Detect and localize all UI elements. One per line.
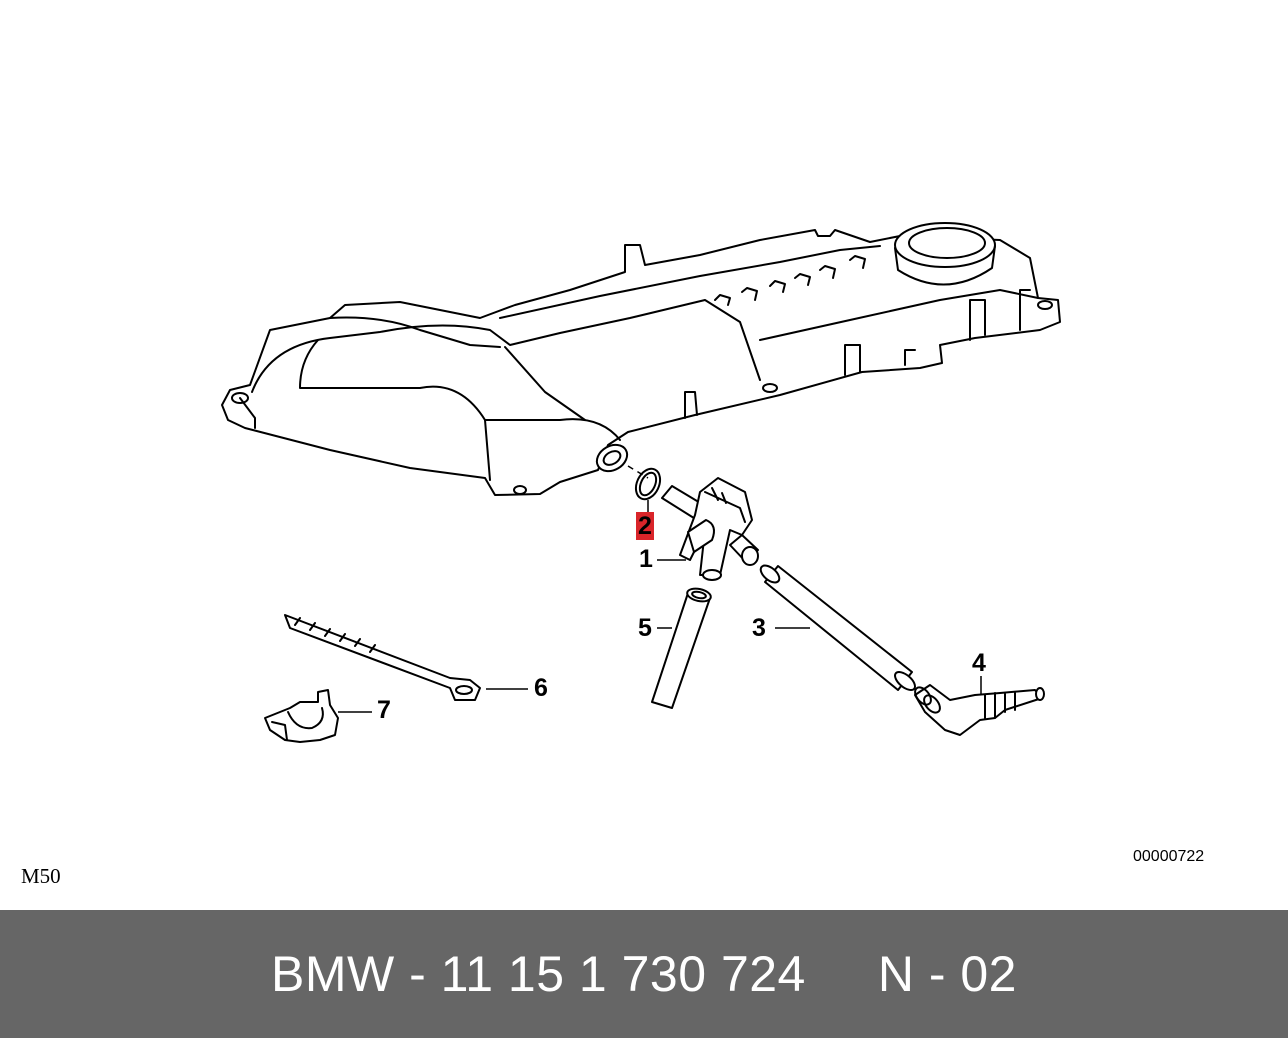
callout-4[interactable]: 4	[972, 649, 986, 677]
leader-lines	[338, 559, 982, 713]
part-5-hose	[651, 587, 712, 709]
part-6-cable-strap	[284, 614, 481, 701]
part-number-caption: BMW - 11 15 1 730 724 N - 02	[271, 946, 1017, 1002]
callout-3[interactable]: 3	[752, 614, 766, 642]
callout-6-label: 6	[534, 674, 548, 702]
diagram-id-label: 00000722	[1133, 848, 1205, 865]
callout-6[interactable]: 6	[534, 674, 548, 702]
valve-cover	[221, 222, 1061, 496]
part-1-breather-valve	[661, 477, 759, 581]
part-4-elbow-connector	[914, 684, 1045, 736]
engine-code-label: M50	[21, 864, 61, 888]
callout-4-label: 4	[972, 649, 986, 677]
callout-7-label: 7	[377, 696, 391, 724]
part-2-o-ring	[634, 467, 662, 512]
callout-3-label: 3	[752, 614, 766, 642]
callout-1[interactable]: 1	[639, 545, 653, 573]
parts-diagram: 2 1 5 3 4 6 7 M50 00000722	[21, 222, 1205, 888]
part-3-hose	[759, 564, 916, 691]
callout-5[interactable]: 5	[638, 614, 652, 642]
callout-2[interactable]: 2	[636, 512, 654, 540]
callout-5-label: 5	[638, 614, 652, 642]
callout-1-label: 1	[639, 545, 653, 573]
footer-bar: BMW - 11 15 1 730 724 N - 02	[0, 910, 1288, 1038]
callout-2-label: 2	[636, 512, 654, 540]
exploded-view-drawing	[221, 222, 1061, 743]
callout-7[interactable]: 7	[377, 696, 391, 724]
part-7-clip-holder	[264, 689, 339, 743]
